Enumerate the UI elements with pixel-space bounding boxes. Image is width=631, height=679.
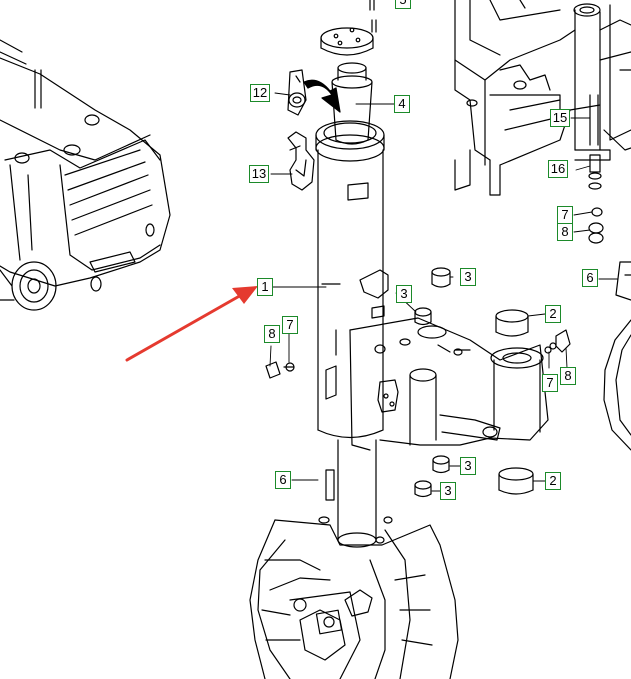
machine-overview — [0, 39, 171, 311]
callout-2-lower: 2 — [545, 472, 561, 490]
black-direction-arrow — [303, 79, 341, 113]
callout-3-upper-right: 3 — [460, 268, 476, 286]
part-1-outer-column — [315, 120, 393, 548]
callout-8-top-right: 8 — [557, 223, 573, 241]
drive-wheel — [249, 516, 459, 679]
callout-6-left: 6 — [275, 471, 291, 489]
callout-8-right: 8 — [560, 367, 576, 385]
bushings — [414, 267, 451, 498]
part-5-top-plate — [320, 0, 377, 56]
bearing-rings — [495, 309, 534, 495]
swing-arm-assembly — [349, 317, 549, 451]
part-13-hook — [287, 131, 315, 191]
red-pointer-arrow — [125, 286, 258, 362]
callout-7-left: 7 — [282, 316, 298, 334]
callout-7-top-right: 7 — [557, 206, 573, 224]
right-wheel-partial — [603, 261, 631, 451]
callout-4: 4 — [394, 95, 410, 113]
callout-8-left: 8 — [264, 325, 280, 343]
callout-6-right: 6 — [582, 269, 598, 287]
part-12-bracket — [287, 69, 307, 116]
callout-7-right: 7 — [542, 374, 558, 392]
small-fasteners — [265, 329, 571, 379]
callout-15: 15 — [550, 109, 570, 127]
callout-3-lower-left: 3 — [440, 482, 456, 500]
callout-12: 12 — [250, 84, 270, 102]
callout-1: 1 — [257, 278, 273, 296]
frame-assembly — [454, 0, 631, 244]
callout-16: 16 — [548, 160, 568, 178]
callout-3-lower-right: 3 — [460, 457, 476, 475]
callout-3-upper-left: 3 — [396, 285, 412, 303]
callout-13: 13 — [249, 165, 269, 183]
callout-2-upper: 2 — [545, 305, 561, 323]
callout-5: 5 — [395, 0, 411, 9]
